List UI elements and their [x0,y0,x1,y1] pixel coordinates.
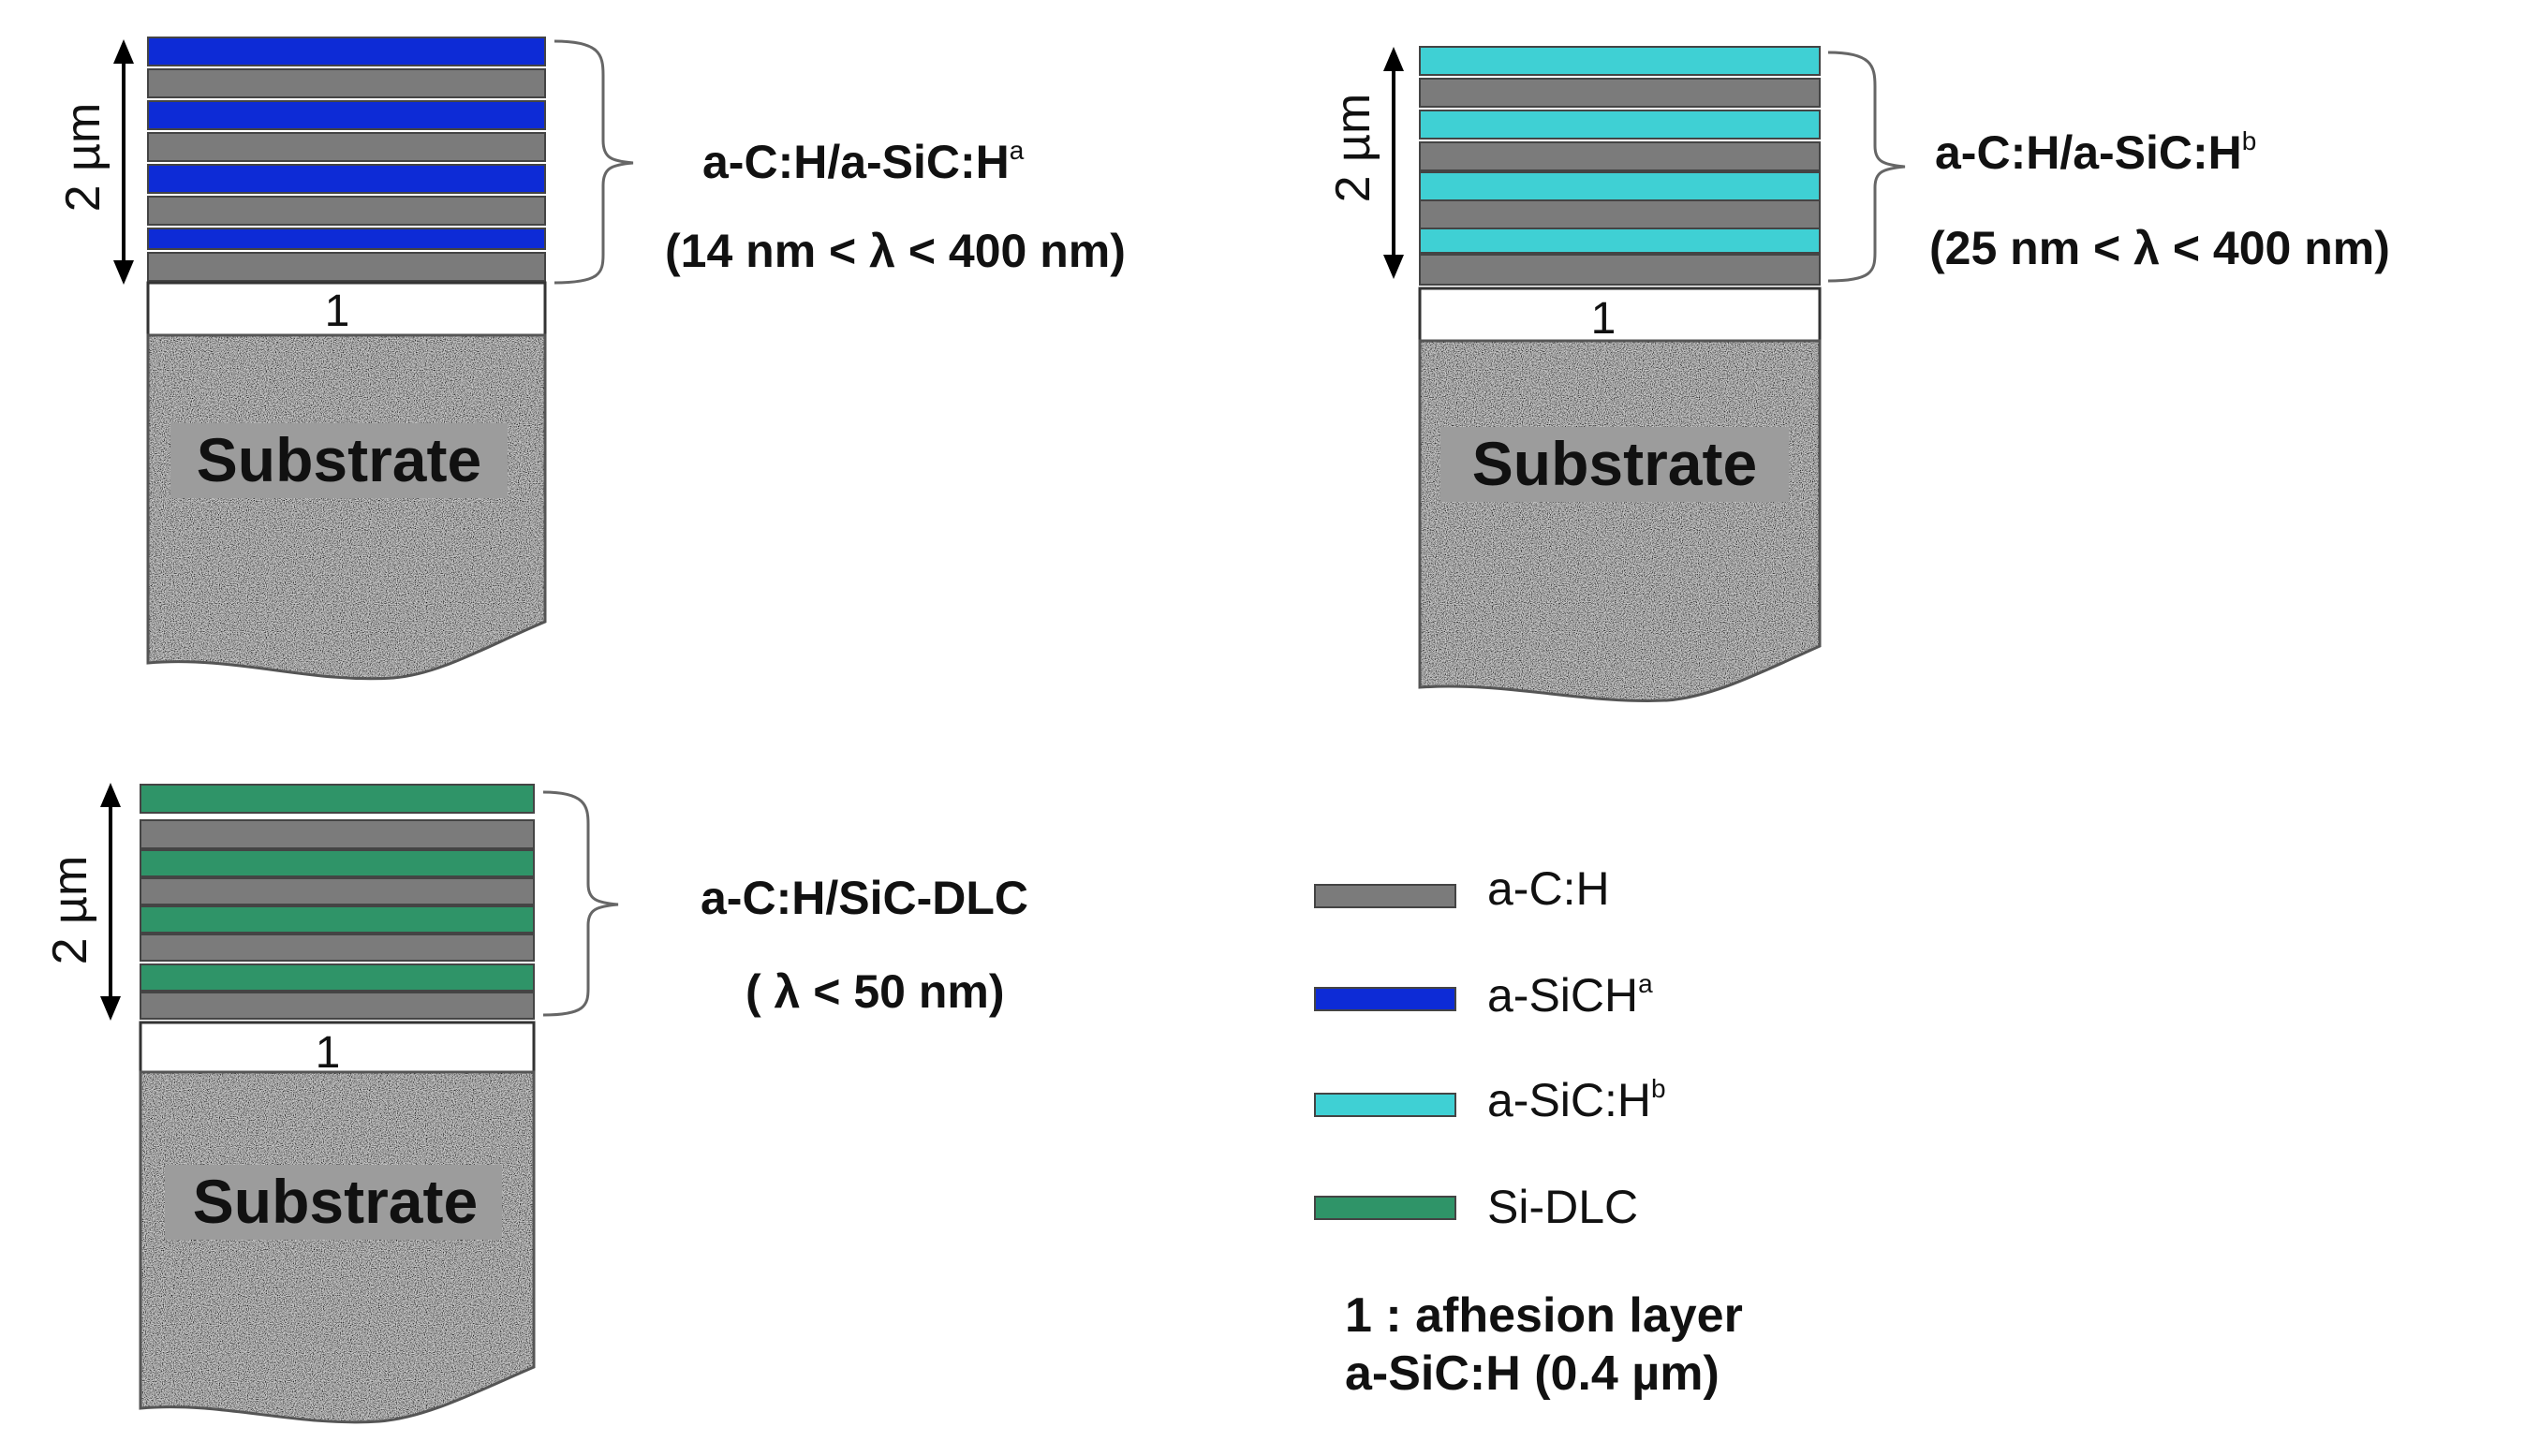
legend-label: a-SiC:Hb [1487,1074,1666,1126]
adhesion-note-line1: 1 : afhesion layer [1345,1288,1743,1343]
layer-a-ch [140,819,535,849]
substrate: Substrate [1418,339,1822,702]
legend-label: a-SiCHa [1487,969,1653,1022]
layer-a-sich-a [147,100,546,130]
bracket [1827,51,1906,283]
legend-item-a-ch: a-C:H [1314,862,1610,915]
bracket [542,790,619,1017]
substrate-label-bg [1440,427,1789,502]
adhesion-note-line2: a-SiC:H (0.4 µm) [1345,1346,1720,1401]
layer-a-sich-a [147,164,546,194]
thickness-label: 2 µm [1326,94,1380,203]
substrate-label-bg [170,423,508,498]
title: a-C:H/a-SiC:Ha [702,136,1025,188]
legend-item-a-sich-b: a-SiC:Hb [1314,1074,1666,1126]
layer-a-ch [1419,141,1821,171]
legend-swatch [1314,884,1456,908]
layer-stack [1419,46,1821,286]
substrate-label: Substrate [1472,429,1757,498]
panel-3: 1 Substrate 2 µm a-C:H/SiC-DLC ( λ < 50 … [43,783,1028,1424]
thickness-arrow [1383,47,1404,279]
title: a-C:H/a-SiC:Hb [1935,126,2256,179]
layer-a-ch [147,196,546,226]
legend-label: a-C:H [1487,862,1610,915]
layer-si-dlc [140,905,535,934]
layer-si-dlc [140,963,535,992]
layer-a-sich-b [1419,171,1821,201]
layer-a-ch [1419,254,1821,286]
adhesion-layer [1418,287,1822,345]
panel-2: 1 Substrate 2 µm a-C:H/a-SiC:Hb (25 nm <… [1326,46,2390,702]
layer-a-ch [147,68,546,98]
layer-a-sich-b [1419,46,1821,76]
layer-a-ch [140,877,535,905]
legend-item-si-dlc: Si-DLC [1314,1181,1638,1233]
layer-si-dlc [140,784,535,814]
layer-a-ch [1419,199,1821,229]
layer-a-sich-a [147,37,546,66]
adhesion-layer-label: 1 [316,1028,341,1078]
adhesion-layer-label: 1 [325,287,350,336]
substrate-label-bg [165,1165,502,1240]
bracket [554,39,634,285]
thickness-arrow [100,783,121,1021]
layer-a-ch [147,132,546,162]
wavelength-range: ( λ < 50 nm) [745,965,1005,1018]
thickness-label: 2 µm [56,103,111,213]
adhesion-layer [146,281,547,337]
thickness-arrow [113,39,134,285]
legend-swatch [1314,1196,1456,1220]
layer-a-sich-a [147,228,546,250]
title: a-C:H/SiC-DLC [701,872,1028,924]
substrate: Substrate [146,333,547,681]
layer-stack [140,784,535,1020]
legend-swatch [1314,987,1456,1011]
panel-1: 1 Substrate 2 µm a-C:H/a-SiC:Ha (14 nm <… [56,37,1126,681]
adhesion-layer-label: 1 [1591,294,1616,344]
legend-label: Si-DLC [1487,1181,1638,1233]
layer-stack [147,37,546,282]
substrate: Substrate [139,1070,536,1424]
wavelength-range: (14 nm < λ < 400 nm) [665,225,1126,277]
thickness-label: 2 µm [43,856,97,965]
legend: a-C:H a-SiCHa a-SiC:Hb Si-DLC 1 : afhesi… [1314,862,1743,1401]
layer-a-ch [140,992,535,1020]
layer-si-dlc [140,849,535,877]
wavelength-range: (25 nm < λ < 400 nm) [1929,222,2390,274]
layer-a-ch [1419,78,1821,108]
substrate-label: Substrate [197,425,481,494]
substrate-label: Substrate [193,1167,478,1236]
legend-swatch [1314,1093,1456,1117]
layer-a-ch [140,934,535,962]
layer-a-ch [147,252,546,282]
legend-item-a-sich-a: a-SiCHa [1314,969,1653,1022]
layer-a-sich-b [1419,110,1821,140]
layer-a-sich-b [1419,228,1821,254]
